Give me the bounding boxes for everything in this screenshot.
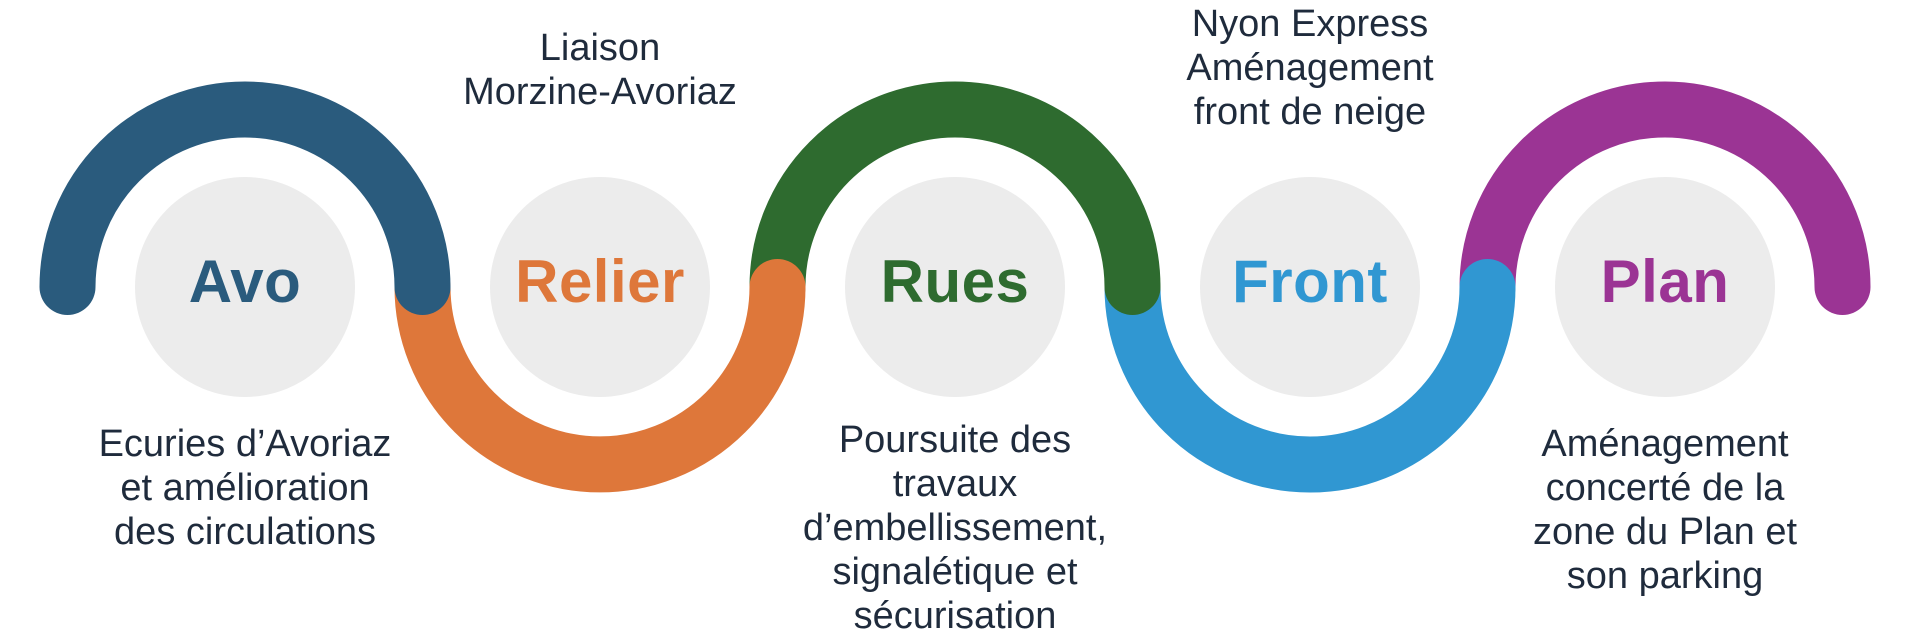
node-label-front: Front <box>1232 247 1388 315</box>
node-circles <box>135 177 1775 397</box>
node-circle-avo <box>135 177 355 397</box>
wave-segment-plan <box>1459 81 1871 315</box>
node-label-relier: Relier <box>515 247 685 315</box>
wave-segment-avo <box>39 81 451 315</box>
node-label-avo: Avo <box>188 247 302 315</box>
node-label-rues: Rues <box>880 247 1030 315</box>
wave-segment-relier <box>394 259 806 493</box>
annotation-relier: Liaison Morzine-Avoriaz <box>463 27 737 113</box>
node-circle-plan <box>1555 177 1775 397</box>
annotation-front: Nyon Express Aménagement front de neige <box>1186 3 1434 133</box>
node-circle-rues <box>845 177 1065 397</box>
wave-segment-rues <box>749 81 1161 315</box>
annotation-avo: Ecuries d’Avoriaz et amélioration des ci… <box>98 423 392 553</box>
node-circle-front <box>1200 177 1420 397</box>
node-circle-relier <box>490 177 710 397</box>
node-label-plan: Plan <box>1600 247 1730 315</box>
annotation-plan: Aménagement concerté de la zone du Plan … <box>1532 423 1798 597</box>
wave-segment-front <box>1104 259 1516 493</box>
wave-path <box>39 81 1871 493</box>
annotation-rues: Poursuite des travaux d’embellissement, … <box>802 419 1108 637</box>
